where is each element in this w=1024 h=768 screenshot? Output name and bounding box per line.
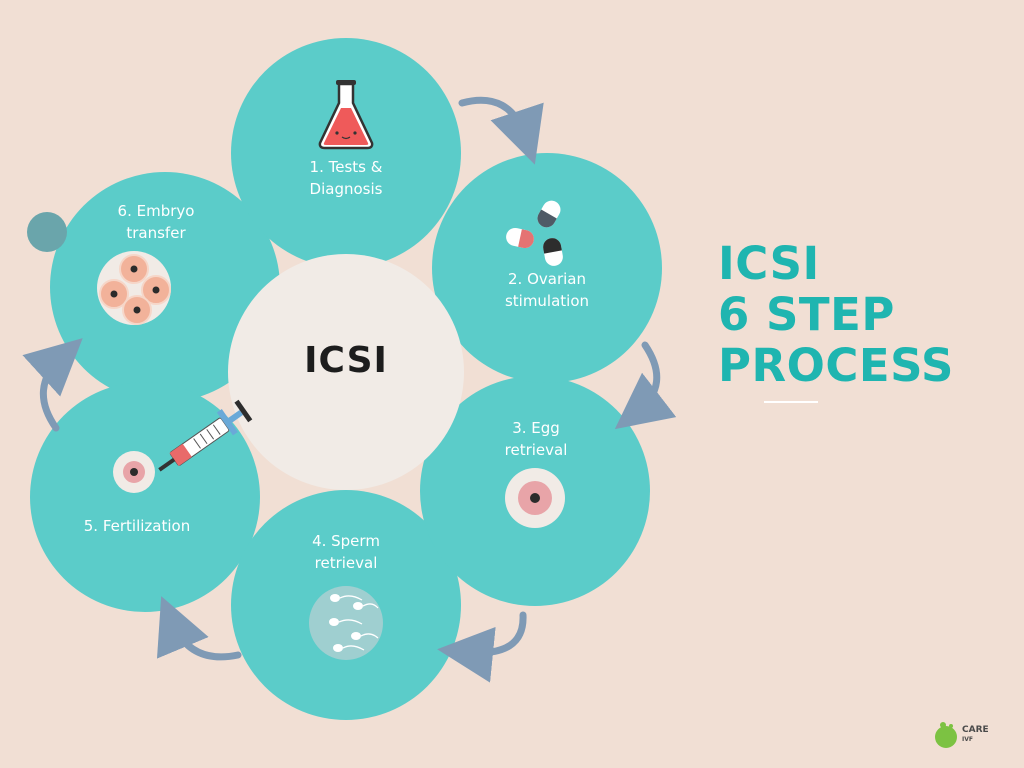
- step-4-line2: retrieval: [314, 554, 378, 572]
- step-2-line2: stimulation: [504, 292, 590, 310]
- decorative-dot: [27, 212, 67, 252]
- step-1-line2: Diagnosis: [309, 180, 383, 198]
- center-title: ICSI: [304, 340, 388, 381]
- step-6-line1: 6. Embryo: [117, 202, 195, 220]
- step-label-2: 2. Ovarian stimulation: [462, 268, 632, 312]
- arrow-step5-to-step6: [22, 338, 83, 432]
- logo-mark-icon: [935, 722, 957, 748]
- step-circle-2: [432, 153, 662, 383]
- arrow-step3-to-step4: [437, 611, 527, 683]
- step-label-4: 4. Sperm retrieval: [261, 530, 431, 574]
- headline: ICSI 6 STEP PROCESS: [718, 238, 954, 391]
- step-label-5: 5. Fertilization: [52, 515, 222, 537]
- step-3-line2: retrieval: [504, 441, 568, 459]
- syringe-egg-icon: [113, 399, 253, 493]
- step-2-line1: 2. Ovarian: [508, 270, 586, 288]
- sperm-dish-icon: [309, 586, 383, 660]
- step-4-line1: 4. Sperm: [312, 532, 380, 550]
- headline-line-1: ICSI: [718, 237, 820, 290]
- arrow-step4-to-step5: [157, 596, 242, 661]
- step-label-6: 6. Embryo transfer: [71, 200, 241, 244]
- step-circle-1: [231, 38, 461, 268]
- flask-icon: [318, 80, 374, 150]
- step-label-3: 3. Egg retrieval: [451, 417, 621, 461]
- embryo-icon: [97, 251, 171, 325]
- logo-sub-text: IVF: [962, 736, 973, 743]
- step-label-1: 1. Tests & Diagnosis: [261, 156, 431, 200]
- step-1-line1: 1. Tests &: [309, 158, 383, 176]
- logo-brand-text: CARE: [962, 725, 989, 735]
- arrow-step2-to-step3: [614, 341, 677, 430]
- headline-line-3: PROCESS: [718, 339, 954, 392]
- center-circle: [228, 254, 464, 490]
- egg-cell-icon: [505, 468, 565, 528]
- step-5-line1: 5. Fertilization: [83, 517, 191, 535]
- headline-underline: [764, 401, 818, 403]
- arrow-step1-to-step2: [458, 96, 544, 165]
- headline-line-2: 6 STEP: [718, 288, 895, 341]
- step-3-line1: 3. Egg: [512, 419, 560, 437]
- step-6-line2: transfer: [126, 224, 186, 242]
- care-ivf-logo: CARE IVF: [934, 721, 994, 749]
- pills-icon: [506, 200, 563, 266]
